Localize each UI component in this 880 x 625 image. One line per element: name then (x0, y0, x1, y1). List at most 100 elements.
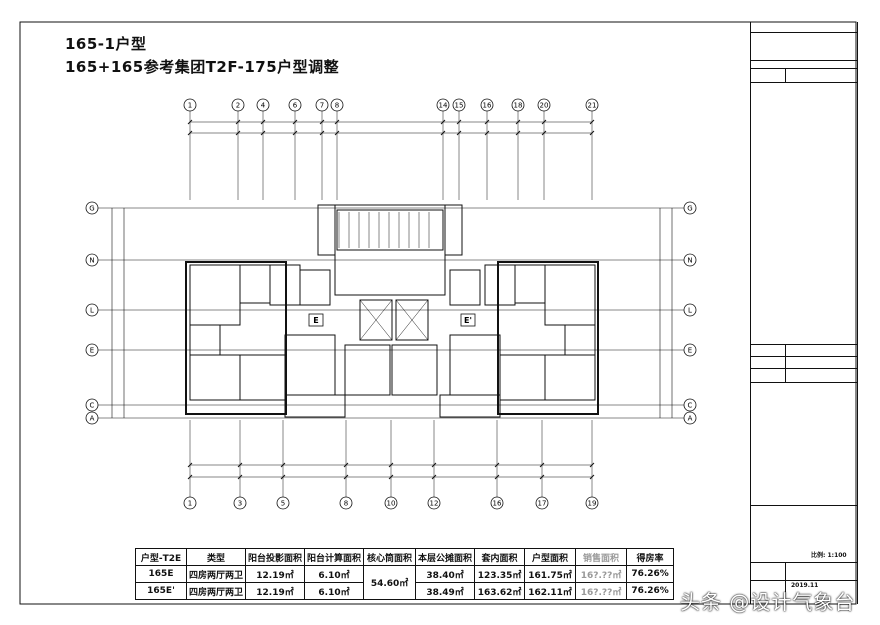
unit-right-outline (497, 261, 599, 415)
axis-bubble-left-label: N (89, 257, 94, 265)
page-title: 165-1户型 (65, 35, 147, 53)
scale-label: 比例: 1:100 (811, 552, 847, 559)
axis-bubble-top-label: 4 (261, 102, 266, 110)
dimension-tick (292, 130, 298, 136)
axis-bubble-right-label: G (687, 205, 692, 213)
dimension-tick (589, 119, 595, 125)
dimension-tick (280, 462, 286, 468)
dimension-tick (494, 462, 500, 468)
elevator-right (395, 299, 429, 341)
axis-bubble-top-label: 20 (540, 102, 549, 110)
axis-bubble-top-label: 14 (439, 102, 448, 110)
axis-bubble-left (85, 398, 99, 412)
unit-tag-box (460, 313, 476, 327)
axis-bubble-bottom (427, 496, 441, 510)
drawing-border (19, 21, 857, 605)
table-cell: 16?.??㎡ (575, 565, 628, 583)
unit-label-e-prime: E' (464, 316, 472, 325)
table-row: 165E' 四房两厅两卫 12.19㎡ 6.10㎡ 38.49㎡ 163.62㎡… (135, 582, 675, 600)
axis-bubble-left (85, 343, 99, 357)
axis-bubble-top-label: 18 (514, 102, 523, 110)
axis-bubble-left (85, 303, 99, 317)
axis-bubble-top (330, 98, 344, 112)
header-cell: 户型-T2E (135, 548, 187, 566)
unit-tag-box (308, 313, 324, 327)
dimension-tick (589, 462, 595, 468)
dimension-tick (431, 474, 437, 480)
bathroom-3 (514, 264, 546, 304)
axis-bubble-left-label: L (90, 307, 94, 315)
table-cell: 76.26% (626, 565, 675, 583)
axis-bubble-top-label: 8 (335, 102, 339, 110)
bedroom-2 (189, 354, 241, 401)
axis-bubble-top (436, 98, 450, 112)
axis-bubble-left-label: A (90, 415, 95, 423)
dimension-tick (319, 119, 325, 125)
axis-bubble-left (85, 411, 99, 425)
kitchen-right (484, 264, 516, 306)
dimension-tick (343, 474, 349, 480)
dimension-tick (237, 474, 243, 480)
axis-bubble-left (85, 201, 99, 215)
dimension-tick (319, 130, 325, 136)
dimension-tick (440, 130, 446, 136)
dimension-tick (280, 474, 286, 480)
axis-bubble-top (452, 98, 466, 112)
table-cell: 四房两厅两卫 (185, 582, 247, 600)
bedroom-1 (189, 264, 241, 326)
axis-bubble-right-label: L (688, 307, 692, 315)
dimension-tick (431, 462, 437, 468)
table-cell: 12.19㎡ (245, 565, 306, 583)
room-core-left (344, 344, 391, 396)
table-cell: 123.35㎡ (474, 565, 526, 583)
axis-bubble-top (480, 98, 494, 112)
axis-bubble-left-label: C (90, 402, 95, 410)
axis-bubble-right (683, 253, 697, 267)
dimension-tick (187, 474, 193, 480)
dimension-tick (484, 130, 490, 136)
dimension-tick (515, 130, 521, 136)
axis-bubble-top (183, 98, 197, 112)
dimension-tick (589, 474, 595, 480)
axis-bubble-right (683, 303, 697, 317)
axis-bubble-top-label: 15 (455, 102, 464, 110)
dimension-tick (334, 119, 340, 125)
axis-bubble-bottom (233, 496, 247, 510)
header-cell: 得房率 (626, 548, 675, 566)
axis-bubble-bottom-label: 5 (281, 500, 285, 508)
living-room-right (449, 334, 501, 396)
axis-bubble-left-label: G (89, 205, 94, 213)
table-header-row: 户型-T2E 类型 阳台投影面积 阳台计算面积 核心筒面积 本层公摊面积 套内面… (135, 548, 675, 566)
axis-bubble-top (511, 98, 525, 112)
elevator-cross (359, 299, 393, 341)
table-cell: 四房两厅两卫 (185, 565, 247, 583)
axis-bubble-top-label: 7 (320, 102, 324, 110)
axis-bubble-bottom-label: 8 (344, 500, 348, 508)
axis-bubble-bottom (490, 496, 504, 510)
table-cell: 165E' (135, 582, 187, 600)
axis-bubble-top (315, 98, 329, 112)
axis-bubble-bottom-label: 1 (188, 500, 192, 508)
table-cell: 12.19㎡ (245, 582, 306, 600)
axis-bubble-bottom-label: 12 (430, 500, 439, 508)
header-cell: 核心筒面积 (363, 548, 417, 566)
living-room-left (284, 334, 336, 396)
axis-bubble-right (683, 201, 697, 215)
axis-bubble-top-label: 6 (293, 102, 298, 110)
axis-bubble-bottom (183, 496, 197, 510)
watermark: 头条 @设计气象台 (680, 590, 856, 614)
header-cell: 户型面积 (524, 548, 577, 566)
bedroom-5 (544, 354, 596, 401)
dimension-tick (292, 119, 298, 125)
dimension-tick (187, 462, 193, 468)
balcony-right (439, 394, 501, 418)
bedroom-3 (239, 354, 286, 401)
header-cell: 套内面积 (474, 548, 526, 566)
dimension-tick (541, 130, 547, 136)
dimension-tick (440, 119, 446, 125)
table-cell: 6.10㎡ (304, 565, 365, 583)
dimension-tick (494, 474, 500, 480)
dining-right (449, 269, 481, 306)
